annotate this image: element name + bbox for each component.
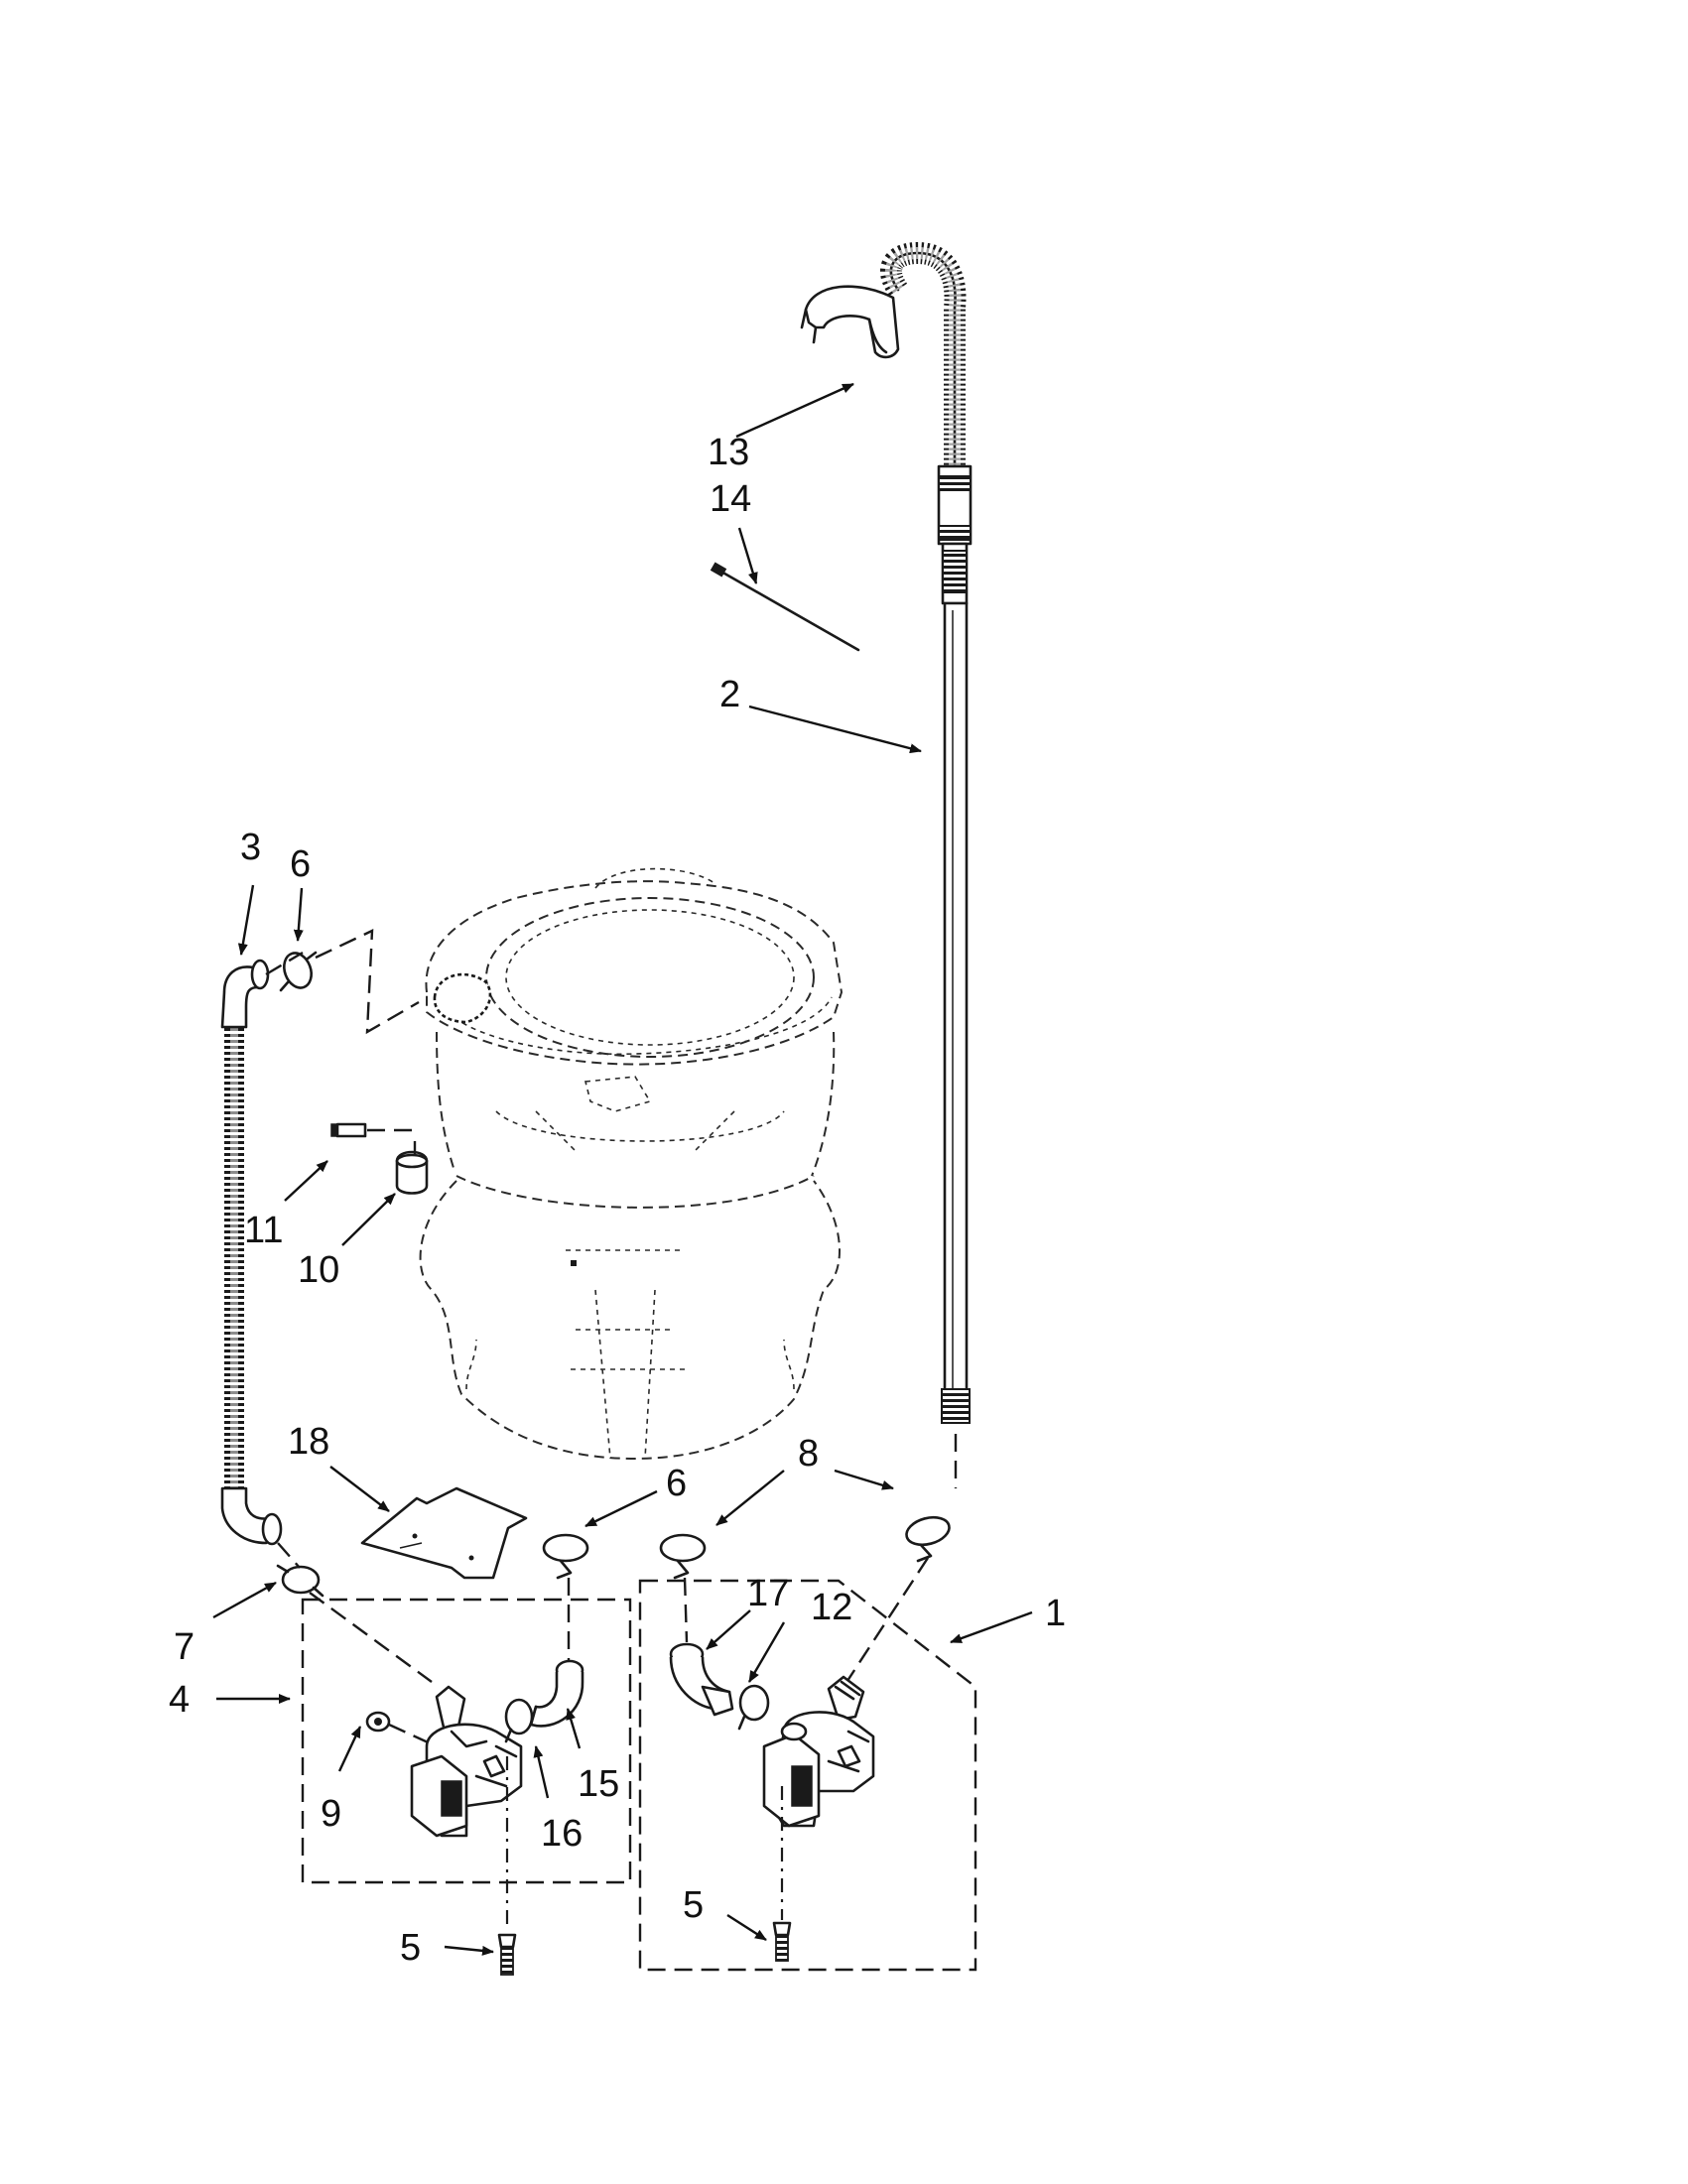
callout-15: 15 xyxy=(578,1763,619,1805)
callout-17: 17 xyxy=(747,1573,789,1614)
left-hose xyxy=(220,951,304,1546)
callout-11: 11 xyxy=(244,1210,283,1251)
kit-4-box xyxy=(301,1598,632,1884)
callout-5-right: 5 xyxy=(683,1884,704,1926)
hose-clamp-6-center xyxy=(542,1533,589,1580)
cable-tie xyxy=(710,562,860,652)
elbow-17 xyxy=(669,1642,734,1717)
callout-4: 4 xyxy=(169,1679,190,1721)
callout-3: 3 xyxy=(240,827,261,868)
washer-tub xyxy=(419,867,844,1461)
callout-12: 12 xyxy=(811,1587,852,1628)
callout-18: 18 xyxy=(288,1421,329,1463)
hose-clamp-8-right xyxy=(905,1515,951,1563)
callout-14: 14 xyxy=(710,478,751,520)
callout-8: 8 xyxy=(798,1433,819,1475)
callout-5-left: 5 xyxy=(400,1927,421,1969)
callout-labels: 1 2 3 4 5 5 6 6 7 8 9 10 11 12 13 14 15 … xyxy=(169,432,1066,1969)
hose-clamp-8-center xyxy=(659,1533,707,1580)
kit-1-box xyxy=(638,1579,977,1972)
callout-1: 1 xyxy=(1045,1593,1066,1634)
callout-13: 13 xyxy=(708,432,749,473)
drain-pump-right xyxy=(762,1675,875,1828)
drain-hose xyxy=(880,241,973,1488)
leader-lines xyxy=(212,382,1033,1956)
part-9-grommet xyxy=(365,1711,391,1733)
hose-clamp-7 xyxy=(276,1564,325,1598)
callout-10: 10 xyxy=(298,1249,339,1291)
bracket-10 xyxy=(395,1141,429,1195)
screw-5-right xyxy=(772,1786,792,1962)
callout-2: 2 xyxy=(719,674,740,715)
callout-16: 16 xyxy=(541,1813,583,1855)
screw-bracket-11 xyxy=(330,1122,417,1138)
shield-plate xyxy=(360,1486,528,1580)
clamp-12 xyxy=(737,1684,770,1731)
drain-pump-left xyxy=(410,1685,523,1838)
screw-5-left xyxy=(497,1756,517,1976)
callout-6-upper: 6 xyxy=(290,843,311,885)
clamp-16 xyxy=(504,1698,534,1743)
callout-9: 9 xyxy=(321,1793,341,1835)
hose-guide-clip xyxy=(800,285,900,359)
elbow-15 xyxy=(529,1659,584,1728)
hose-clamp-upper-left xyxy=(279,951,318,992)
callout-6-center: 6 xyxy=(666,1463,687,1504)
callout-7: 7 xyxy=(174,1626,195,1668)
